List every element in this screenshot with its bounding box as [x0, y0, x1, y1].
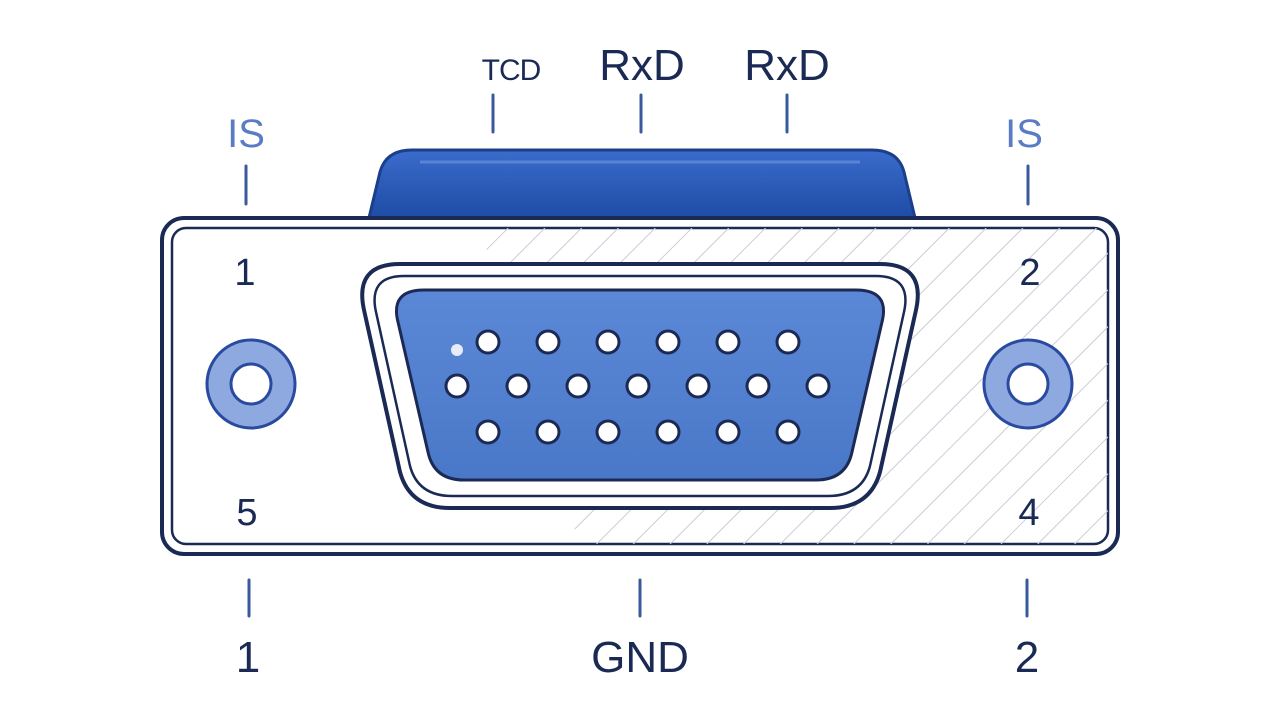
pin-r3-2 [535, 419, 561, 445]
leader-lines-bottom [247, 578, 1029, 618]
connector-shell [366, 148, 918, 224]
pin-r3-5 [715, 419, 741, 445]
pin-r3-1 [475, 419, 501, 445]
bottom-label-1: 1 [235, 633, 261, 682]
pin-r2-2 [505, 373, 531, 399]
pin-r2-3 [565, 373, 591, 399]
pin-r2-5 [685, 373, 711, 399]
label-is-right: IS [1005, 112, 1043, 156]
pin-r3-6 [775, 419, 801, 445]
pin-r3-4 [655, 419, 681, 445]
mounting-hole-left [205, 338, 297, 430]
pin-r1-2 [535, 329, 561, 355]
label-tcd: TCD [481, 54, 542, 87]
pin-r1-3 [595, 329, 621, 355]
pin-r2-7 [805, 373, 831, 399]
corner-number-bottom-left: 5 [236, 492, 258, 534]
pin-r1-6 [775, 329, 801, 355]
corner-number-top-right: 2 [1019, 252, 1041, 294]
bottom-label-gnd: GND [591, 633, 689, 682]
pin-r1-5 [715, 329, 741, 355]
label-is-left: IS [227, 112, 265, 156]
pin-r1-4 [655, 329, 681, 355]
label-rxd-2: RxD [744, 41, 830, 90]
pin-r1-1 [475, 329, 501, 355]
bottom-label-2: 2 [1014, 633, 1040, 682]
mounting-hole-right [982, 338, 1074, 430]
pin-r2-6 [745, 373, 771, 399]
pin-r3-3 [595, 419, 621, 445]
pin-r2-1 [444, 373, 470, 399]
pin-grid [444, 329, 831, 445]
label-rxd-1: RxD [599, 41, 685, 90]
leader-lines-top [244, 93, 1030, 206]
corner-number-top-left: 1 [234, 252, 256, 294]
corner-number-bottom-right: 4 [1018, 492, 1040, 534]
pin-r2-4 [625, 373, 651, 399]
